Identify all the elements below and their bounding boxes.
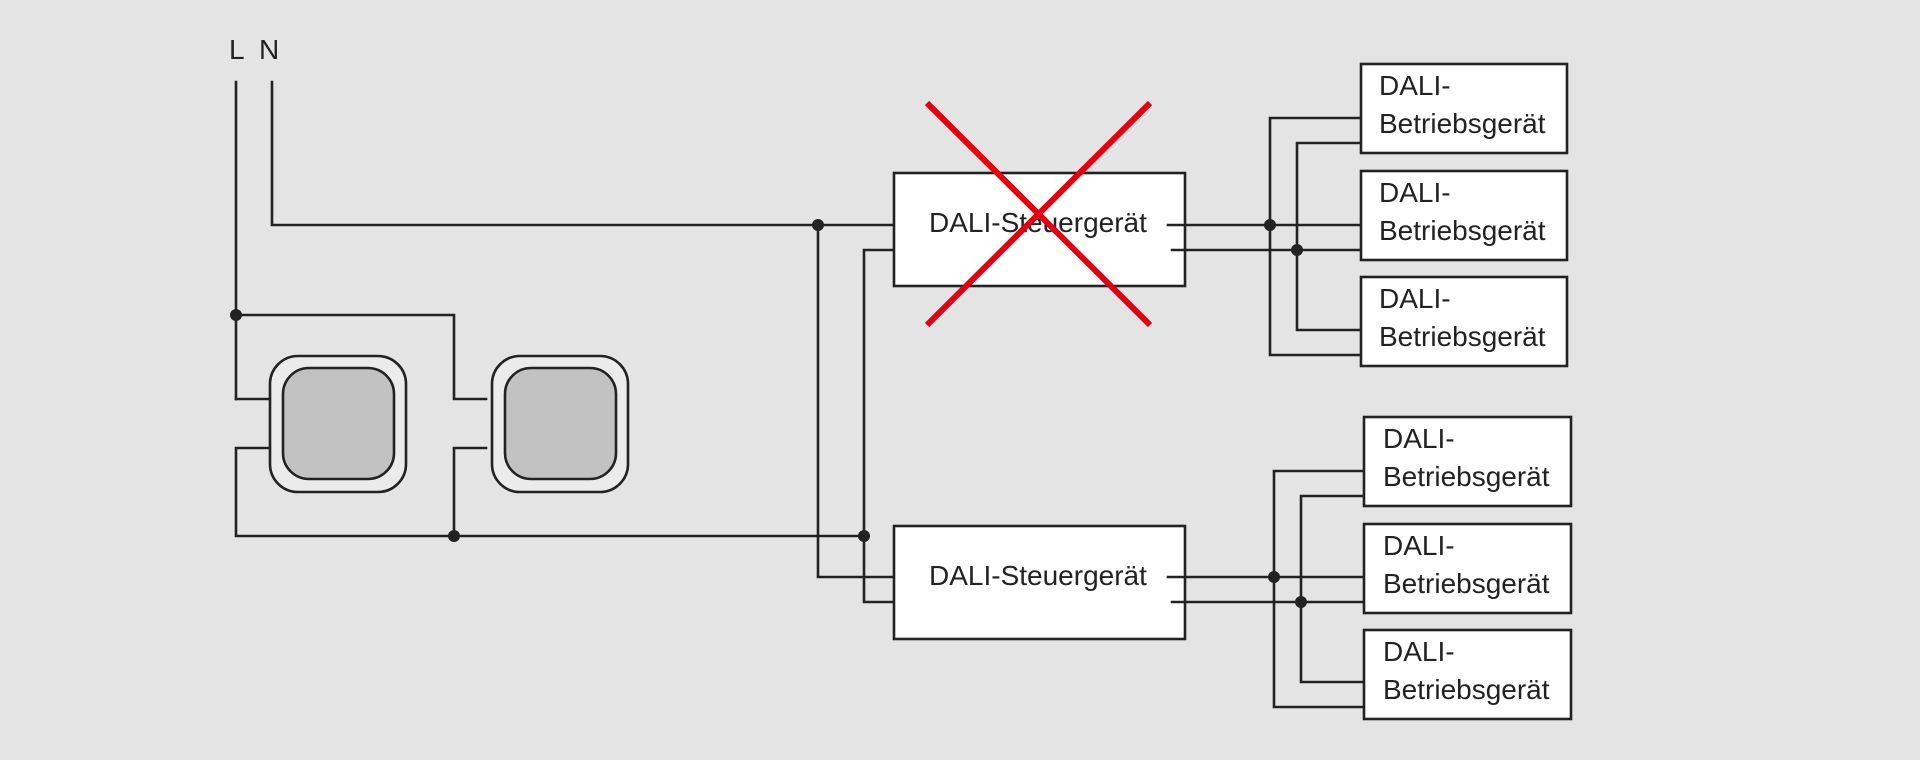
device-label-line2: Betriebsgerät: [1383, 461, 1550, 492]
dali-device: DALI- Betriebsgerät: [1359, 169, 1569, 262]
device-label-line2: Betriebsgerät: [1383, 674, 1550, 705]
push-button-icon: [490, 354, 630, 494]
controller-box: [892, 171, 1187, 288]
bus-rail-inner: [1299, 494, 1366, 684]
junction-dot: [812, 219, 824, 231]
junction-dot: [1295, 596, 1307, 608]
bus-rail-inner: [1295, 141, 1362, 332]
l-terminal-label: L: [229, 34, 245, 65]
cross-out-icon: [924, 100, 1153, 328]
device-box: [1362, 522, 1573, 615]
dali-device: DALI- Betriebsgerät: [1362, 628, 1573, 721]
device-box: [1359, 275, 1569, 368]
bus-rail-outer: [1268, 116, 1362, 357]
l-to-switch2: [234, 313, 488, 401]
bus-rail-outer: [1272, 469, 1366, 709]
device-label-line1: DALI-: [1383, 423, 1455, 454]
n-wire: [270, 80, 894, 227]
dali-device: DALI- Betriebsgerät: [1362, 522, 1573, 615]
device-label-line2: Betriebsgerät: [1379, 215, 1546, 246]
junction-dot: [1291, 244, 1303, 256]
push-button-1-rocker: [281, 366, 396, 481]
device-label-line1: DALI-: [1379, 283, 1451, 314]
dali-device: DALI- Betriebsgerät: [1362, 415, 1573, 508]
junction-dot: [1264, 219, 1276, 231]
device-label-line1: DALI-: [1379, 70, 1451, 101]
push-button-icon: [268, 354, 408, 494]
push-button-2-rocker: [503, 366, 618, 481]
dali-device: DALI- Betriebsgerät: [1359, 275, 1569, 368]
device-label-line1: DALI-: [1383, 530, 1455, 561]
junction-dot: [858, 530, 870, 542]
dali-device: DALI- Betriebsgerät: [1359, 62, 1569, 155]
device-label-line2: Betriebsgerät: [1383, 568, 1550, 599]
switched-to-controllers: [862, 248, 894, 604]
device-box: [1359, 169, 1569, 262]
n-to-controller2: [816, 223, 894, 579]
dali-bus-top: [1166, 116, 1363, 357]
device-label-line1: DALI-: [1379, 177, 1451, 208]
controller-box: [892, 524, 1187, 641]
controller-bottom: DALI-Steuergerät: [892, 524, 1187, 641]
switch2-out: [452, 446, 488, 538]
dali-bus-bottom: [1166, 469, 1366, 709]
device-label-line2: Betriebsgerät: [1379, 108, 1546, 139]
cross-stroke-2: [924, 100, 1153, 328]
junction-dot: [230, 309, 242, 321]
junction-dot: [1268, 571, 1280, 583]
controller-label: DALI-Steuergerät: [929, 560, 1147, 591]
device-label-line1: DALI-: [1383, 636, 1455, 667]
device-box: [1362, 628, 1573, 721]
n-terminal-label: N: [259, 34, 279, 65]
junction-dot: [448, 530, 460, 542]
controller-top: DALI-Steuergerät: [892, 171, 1187, 288]
device-box: [1362, 415, 1573, 508]
device-box: [1359, 62, 1569, 155]
device-label-line2: Betriebsgerät: [1379, 321, 1546, 352]
mains-wires: [234, 80, 894, 604]
switched-line-bottom: [234, 446, 864, 538]
